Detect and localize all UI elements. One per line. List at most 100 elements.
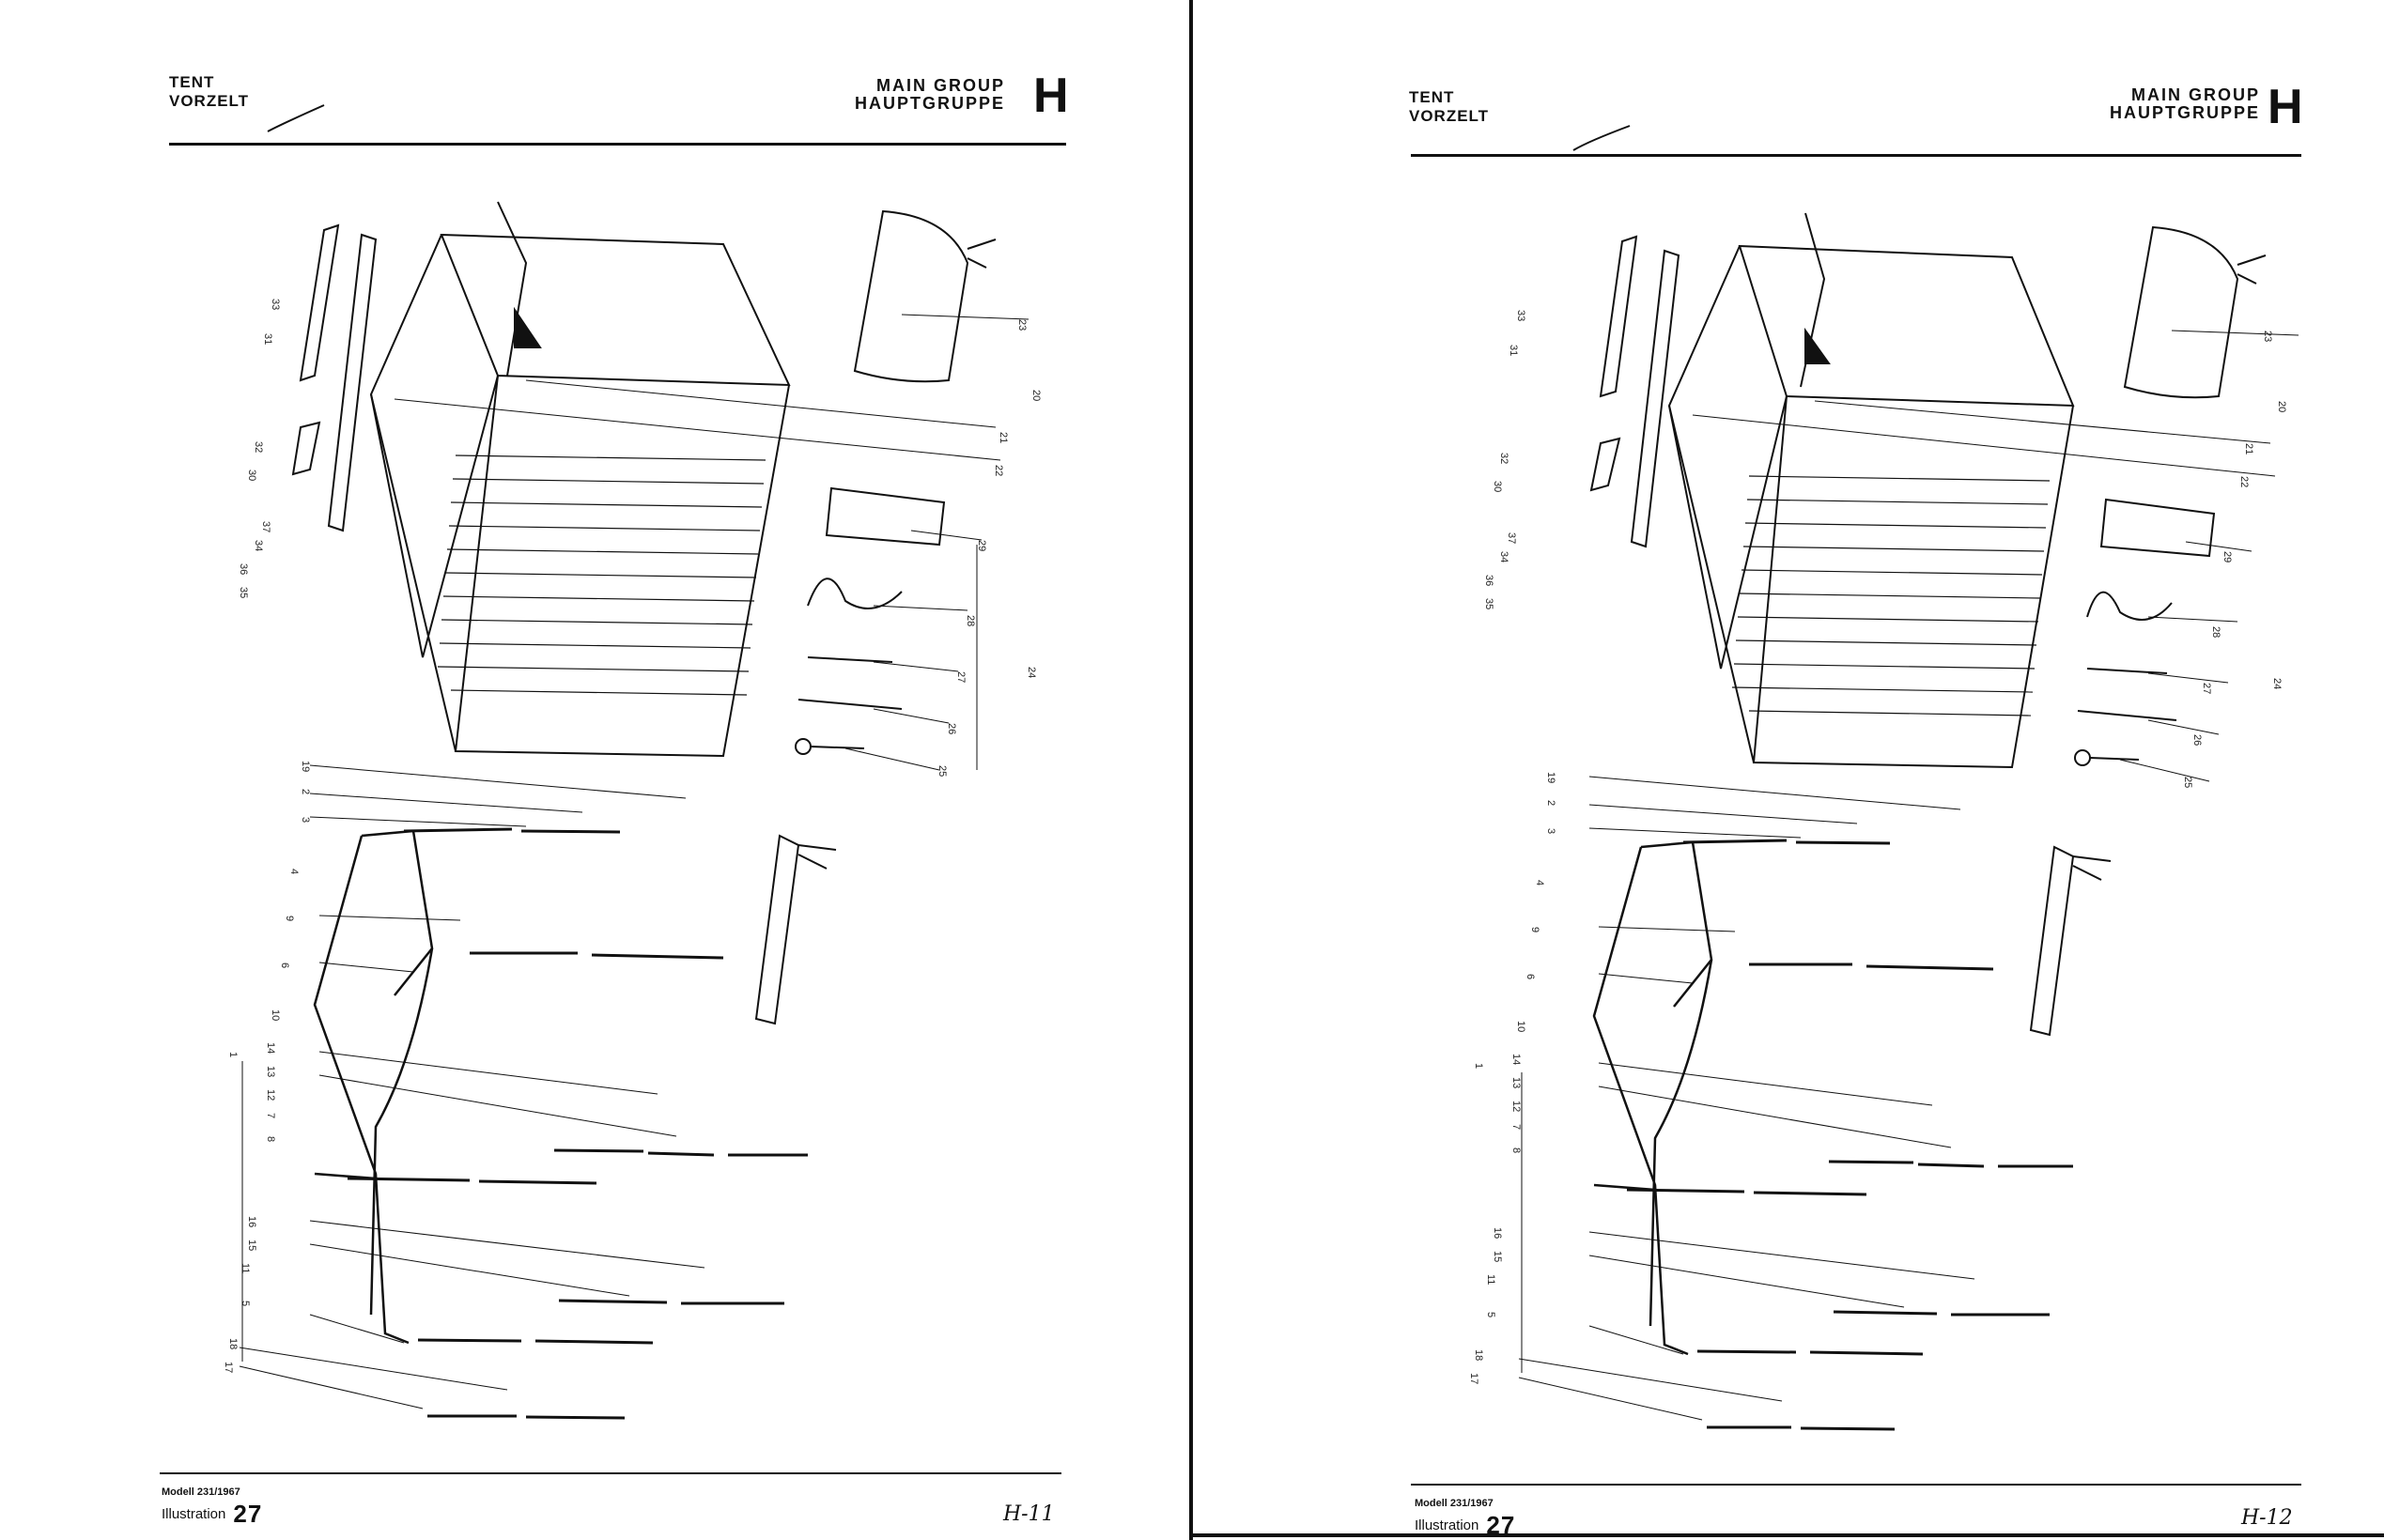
illustration-number: 27 [233, 1500, 263, 1528]
callout-number-34: 34 [253, 540, 264, 551]
tent-peg-27 [807, 656, 893, 663]
storage-bag-23 [853, 209, 969, 383]
tent-window-dark [1804, 327, 1831, 364]
callout-number-28: 28 [2210, 626, 2221, 638]
leader-lines-frame [239, 764, 705, 1409]
callout-number-17: 17 [1468, 1373, 1479, 1384]
callout-number-37: 37 [1506, 532, 1517, 544]
bag-ties [967, 239, 997, 269]
pole-bag-ties [2072, 855, 2112, 881]
callout-number-31: 31 [1508, 345, 1519, 356]
callout-number-31: 31 [262, 333, 273, 345]
callout-number-26: 26 [946, 723, 957, 734]
tent-side-edge [370, 393, 457, 752]
callout-number-24: 24 [2271, 678, 2283, 689]
section-title-de: VORZELT [1409, 107, 1490, 125]
callout-number-7: 7 [265, 1113, 276, 1118]
callout-number-28: 28 [965, 615, 976, 626]
storage-bag-29 [2099, 498, 2216, 558]
callout-number-4: 4 [1534, 880, 1545, 886]
illustration-label: Illustration 27 [162, 1500, 262, 1529]
callout-number-2: 2 [300, 789, 311, 794]
section-title-de: VORZELT [169, 92, 250, 110]
pole-bag [754, 834, 800, 1025]
rail-strip-22 [1630, 249, 1680, 548]
leader-lines-frame [1518, 776, 1975, 1421]
callout-number-10: 10 [1515, 1021, 1526, 1032]
callout-number-23: 23 [1016, 319, 1028, 331]
callout-number-35: 35 [238, 587, 249, 598]
leader-lines-tent [394, 314, 1029, 771]
callout-number-1: 1 [1473, 1063, 1484, 1069]
callout-number-13: 13 [1510, 1077, 1522, 1088]
tent-peg-26 [797, 699, 903, 710]
page-left: TENT VORZELT MAIN GROUP HAUPTGRUPPE H [0, 0, 1184, 1540]
tent-front [454, 375, 790, 758]
pole-extensions [347, 827, 808, 1420]
callout-number-32: 32 [253, 441, 264, 453]
handwritten-check-mark [1572, 125, 1631, 151]
group-title-de: HAUPTGRUPPE [2110, 103, 2261, 122]
tension-hook-28 [807, 578, 903, 609]
rail-strip-30 [1589, 437, 1621, 492]
leader-lines-tent [1692, 330, 2299, 782]
callout-number-34: 34 [1498, 551, 1509, 562]
handwritten-check-mark [267, 104, 325, 132]
callout-number-8: 8 [1510, 1147, 1522, 1153]
pole-bag-ties [797, 844, 837, 870]
bag-ties [2237, 254, 2267, 285]
callout-number-22: 22 [993, 465, 1004, 476]
section-title-en: TENT [169, 73, 215, 91]
group-title: MAIN GROUP HAUPTGRUPPE [2110, 86, 2260, 122]
rail-strip-31 [1599, 235, 1638, 398]
tent-peg-26 [2077, 710, 2177, 721]
section-title: TENT VORZELT [1409, 88, 1489, 126]
illustration-text: Illustration [162, 1506, 226, 1522]
callout-number-7: 7 [1510, 1124, 1522, 1130]
rail-strip-31 [299, 223, 340, 382]
callout-number-37: 37 [260, 521, 271, 532]
tent-peg-27 [2086, 668, 2168, 674]
callout-number-25: 25 [937, 765, 948, 777]
callout-number-23: 23 [2262, 331, 2273, 342]
callout-number-3: 3 [1545, 828, 1556, 834]
callout-number-22: 22 [2238, 476, 2250, 487]
page-separator [1189, 0, 1193, 1540]
callout-number-10: 10 [270, 1009, 281, 1021]
callout-number-14: 14 [1510, 1054, 1522, 1065]
callout-number-8: 8 [265, 1136, 276, 1142]
footer-rule [160, 1472, 1061, 1474]
callout-number-21: 21 [2243, 443, 2254, 454]
pole-extensions [1626, 839, 2073, 1431]
callout-number-19: 19 [300, 761, 311, 772]
callout-number-36: 36 [238, 563, 249, 575]
callout-number-19: 19 [1545, 772, 1556, 783]
storage-bag-29 [825, 486, 946, 547]
callout-number-11: 11 [240, 1263, 251, 1273]
pole-middle [369, 947, 434, 1316]
tent-front-stripes [1731, 475, 2051, 716]
callout-number-29: 29 [2221, 551, 2233, 562]
exploded-diagram-left [239, 104, 1029, 1420]
tension-hook-28 [2086, 591, 2173, 621]
callout-number-24: 24 [1026, 667, 1037, 678]
callout-number-3: 3 [300, 817, 311, 823]
ring-peg-25 [2089, 757, 2140, 761]
tent-side-panel [369, 234, 499, 658]
pole-bag [2029, 845, 2075, 1037]
callout-number-5: 5 [240, 1301, 251, 1306]
storage-bag-23 [2123, 225, 2239, 399]
ring-peg-25 [810, 746, 865, 749]
callout-number-33: 33 [1515, 310, 1526, 321]
tent-side-panel [1667, 245, 1788, 670]
callout-number-33: 33 [270, 299, 281, 310]
callout-number-14: 14 [265, 1042, 276, 1054]
footer-rule [1411, 1484, 2301, 1486]
callout-number-29: 29 [976, 540, 987, 551]
callout-number-26: 26 [2191, 734, 2203, 746]
rail-strip-22 [327, 233, 378, 532]
rail-strip-30 [291, 421, 321, 476]
callout-number-6: 6 [279, 962, 290, 968]
callout-number-18: 18 [1473, 1349, 1484, 1361]
